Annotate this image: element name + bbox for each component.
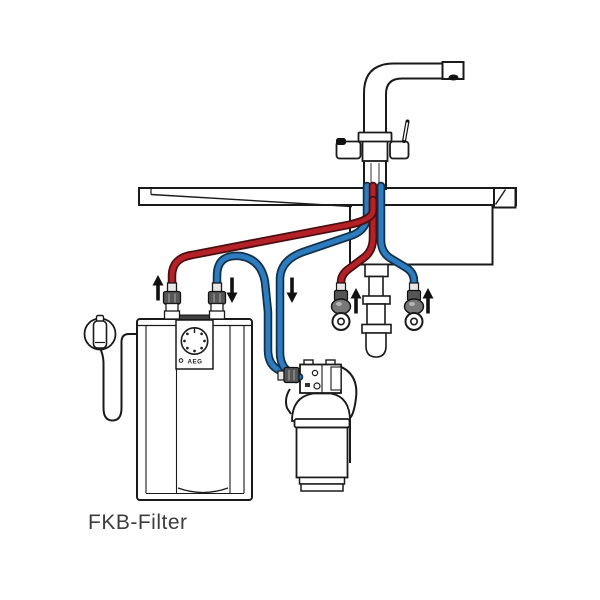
tube-valve-cold <box>378 183 417 293</box>
faucet-lever-highlight <box>403 122 409 141</box>
tube-boiler-filter <box>214 253 299 382</box>
right-angle-valve[interactable] <box>403 282 425 331</box>
drain-tailpiece <box>368 275 384 298</box>
sink-slope-line <box>150 193 353 208</box>
filter-left-bracket <box>285 388 292 415</box>
filter-dome <box>291 392 351 422</box>
tube-boiler-tap <box>169 197 376 292</box>
brand-label: AEG <box>188 359 203 366</box>
tubing-group <box>167 181 419 384</box>
faucet-group <box>335 61 465 190</box>
tube-tap-filter <box>277 183 370 380</box>
flow-arrows-group <box>152 275 434 314</box>
filter-head-screw-top <box>311 369 319 377</box>
filter-head-screw-bottom <box>313 382 321 390</box>
filter-head-detail <box>305 383 310 387</box>
countertop-group <box>138 187 517 266</box>
filter-inlet-fitting <box>277 366 300 384</box>
faucet-spout <box>363 62 444 134</box>
drain-end-cap <box>365 332 387 358</box>
filter-collar-ring <box>293 418 351 429</box>
power-plug-body <box>92 320 108 349</box>
indicator-led <box>178 358 184 363</box>
faucet-nozzle <box>448 74 459 81</box>
countertop-bevel-line <box>494 189 507 205</box>
arrow-up-icon-right-valve <box>422 288 434 314</box>
boiler-hot-fitting <box>162 282 182 320</box>
fittings-group <box>162 282 425 384</box>
arrow-down-icon-filter-line <box>286 277 298 303</box>
faucet-valve-body <box>361 139 389 162</box>
drain-flange <box>364 263 389 278</box>
drain-collar-lower <box>361 323 392 334</box>
faucet-left-knob[interactable] <box>335 140 362 160</box>
filter-group <box>285 359 358 492</box>
drain-pipe-body <box>366 303 386 326</box>
arrow-up-icon-left-valve <box>350 288 362 314</box>
boiler-cold-fitting <box>207 282 227 320</box>
faucet-collar <box>357 131 393 143</box>
arrow-down-icon-boiler-cold <box>226 277 238 303</box>
faucet-left-knob-cap <box>336 138 346 145</box>
countertop-right-block <box>493 187 517 209</box>
temperature-dial-ticks <box>183 332 206 353</box>
boiler-bottom-arc <box>177 487 229 494</box>
left-angle-valve[interactable] <box>330 282 352 331</box>
drain-pipe-group <box>361 263 392 358</box>
boiler-group: AEG <box>83 314 253 501</box>
filter-base <box>300 483 344 492</box>
diagram-caption: FKB-Filter <box>88 511 188 534</box>
faucet-right-knob[interactable] <box>389 140 410 160</box>
tube-valve-hot <box>338 183 376 293</box>
filter-handle <box>335 364 358 463</box>
arrow-up-icon-boiler-hot <box>152 275 164 301</box>
drain-collar-upper <box>362 295 391 305</box>
power-cord <box>99 333 138 422</box>
filter-head-plate <box>330 366 342 391</box>
filter-base-ring <box>298 476 346 485</box>
filter-cartridge-body <box>295 426 349 479</box>
